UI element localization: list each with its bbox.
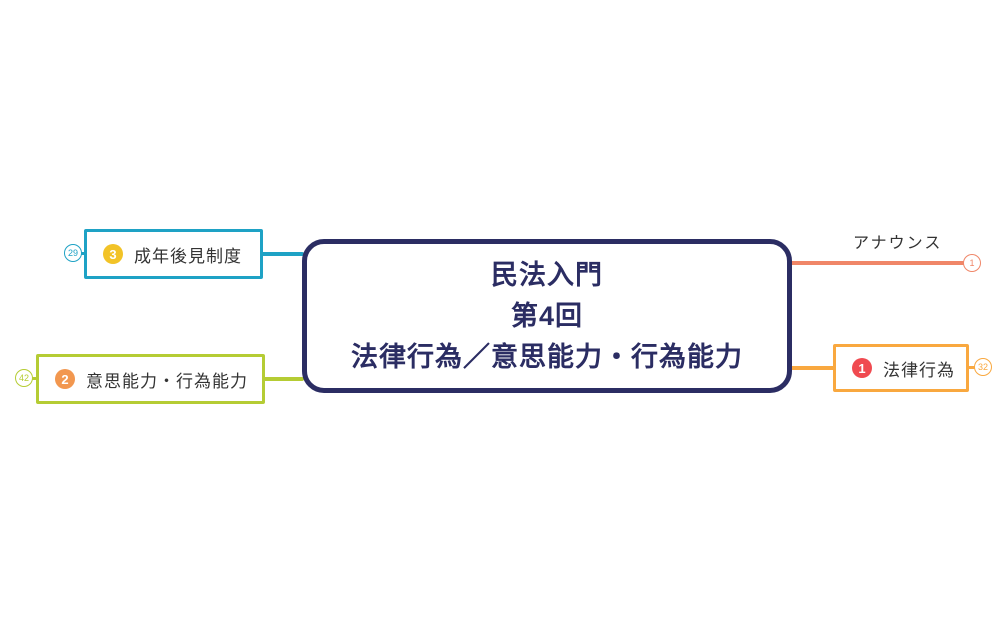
count-badge-guardianship[interactable]: 29 [64, 244, 82, 262]
central-title-line-2: 第4回 [510, 300, 584, 331]
node-guardianship[interactable]: 3 成年後見制度 [84, 229, 263, 279]
connector-stub-legal-act-count [967, 366, 976, 369]
node-legal-act[interactable]: 1 法律行為 [833, 344, 969, 392]
connector-legal-act [789, 366, 837, 370]
node-capacity-label: 意思能力・行為能力 [86, 371, 248, 391]
connector-stub-capacity-count [31, 377, 39, 380]
count-badge-legal-act[interactable]: 32 [974, 358, 992, 376]
node-capacity[interactable]: 2 意思能力・行為能力 [36, 354, 265, 404]
priority-2-icon: 2 [55, 369, 75, 389]
connector-capacity [262, 377, 304, 381]
count-badge-capacity[interactable]: 42 [15, 369, 33, 387]
connector-stub-guardianship-count [79, 252, 87, 255]
connector-guardianship [260, 252, 304, 256]
node-announce[interactable]: アナウンス [853, 235, 943, 252]
central-title-line-3: 法律行為／意思能力・行為能力 [351, 341, 743, 372]
connector-announce [789, 261, 965, 265]
priority-3-icon: 3 [103, 244, 123, 264]
node-central-topic[interactable]: 民法入門 第4回 法律行為／意思能力・行為能力 [302, 239, 792, 393]
central-title-line-1: 民法入門 [491, 259, 603, 290]
node-legal-act-label: 法律行為 [883, 360, 955, 380]
node-guardianship-label: 成年後見制度 [134, 246, 242, 266]
count-badge-announce[interactable]: 1 [963, 254, 981, 272]
priority-1-icon: 1 [852, 358, 872, 378]
